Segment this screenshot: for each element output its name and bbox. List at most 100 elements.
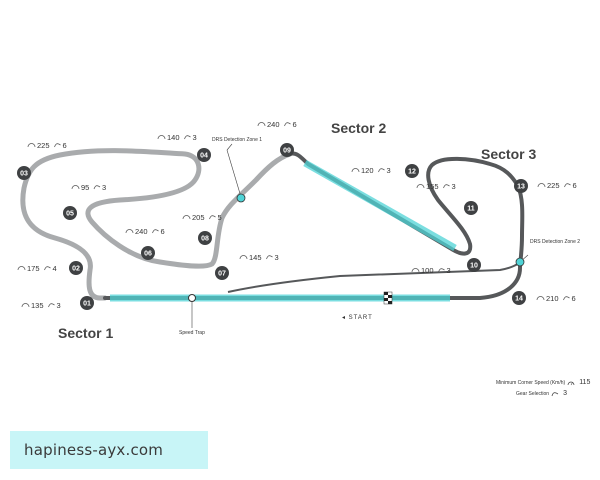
- corner-02: 02 175 4: [17, 261, 83, 275]
- gear-shift-icon: [443, 184, 450, 189]
- corner-marker: [215, 266, 229, 280]
- gear-shift-icon: [184, 135, 191, 140]
- corner-gear: 6: [161, 227, 165, 236]
- watermark: hapiness-ayx.com: [10, 431, 208, 469]
- speedometer-icon: [17, 266, 26, 271]
- sector-2-label: Sector 2: [331, 120, 387, 136]
- corner-speed: 240: [135, 227, 148, 236]
- corner-speed: 225: [547, 181, 560, 190]
- corner-number: 03: [20, 171, 28, 178]
- legend-min-speed-value: 115: [579, 379, 591, 386]
- gear-shift-icon: [209, 215, 216, 220]
- start-finish-line: [383, 291, 393, 305]
- drs1-detection-point: [236, 193, 246, 203]
- corner-number: 06: [144, 251, 152, 258]
- corner-14: 14 210 6: [512, 291, 576, 305]
- legend-min-speed-label: Minimum Corner Speed (Km/h): [496, 379, 566, 386]
- speedometer-icon: [157, 135, 166, 140]
- corner-marker: [198, 231, 212, 245]
- drs-zone-2-label: DRS Detection Zone 2: [530, 239, 581, 245]
- gear-shift-icon: [48, 303, 55, 308]
- corner-gear: 3: [102, 183, 106, 192]
- corner-speed: 210: [546, 294, 559, 303]
- corner-number: 12: [408, 169, 416, 176]
- speedometer-icon: [536, 296, 545, 301]
- corner-speed: 205: [192, 213, 205, 222]
- corner-number: 05: [66, 211, 74, 218]
- corner-gear: 5: [218, 213, 222, 222]
- corner-speed: 120: [361, 166, 374, 175]
- gear-shift-icon: [44, 266, 51, 271]
- corner-gear: 3: [193, 133, 197, 142]
- corner-marker: [141, 246, 155, 260]
- speedometer-icon: [537, 183, 546, 188]
- gear-shift-icon: [152, 229, 159, 234]
- drs-zone-back-straight: [303, 159, 457, 252]
- corner-gear: 3: [447, 266, 451, 275]
- corner-gear: 3: [452, 182, 456, 191]
- corner-speed: 145: [249, 253, 262, 262]
- speedometer-icon: [27, 143, 36, 148]
- legend-gear-label: Gear Selection: [516, 390, 550, 397]
- gear-shift-icon: [378, 168, 385, 173]
- corner-03: 03 225 6: [17, 141, 67, 180]
- corner-number: 11: [467, 206, 475, 213]
- drs1-leader: [226, 149, 242, 198]
- legend-gear: Gear Selection 3: [516, 390, 567, 397]
- corner-marker: [197, 148, 211, 162]
- track-sector-2: [103, 151, 525, 300]
- corner-marker: [63, 206, 77, 220]
- corner-marker: [80, 296, 94, 310]
- sector-1-label: Sector 1: [58, 325, 114, 341]
- corner-marker: [464, 201, 478, 215]
- corner-speed: 175: [27, 264, 40, 273]
- corner-speed: 240: [267, 120, 280, 129]
- speedometer-icon: [125, 229, 134, 234]
- speedometer-icon: [239, 255, 248, 260]
- gear-shift-icon: [438, 268, 445, 273]
- speedometer-icon: [351, 168, 360, 173]
- corner-speed: 225: [37, 141, 50, 150]
- gear-shift-icon: [564, 183, 571, 188]
- corner-gear: 6: [573, 181, 577, 190]
- corner-number: 08: [201, 236, 209, 243]
- sector-3-label: Sector 3: [481, 146, 537, 162]
- speedometer-icon: [182, 215, 191, 220]
- corner-13: 13 225 6: [514, 179, 577, 193]
- corner-marker: [467, 258, 481, 272]
- corner-gear: 6: [572, 294, 576, 303]
- gear-shift-icon: [563, 296, 570, 301]
- corner-number: 09: [283, 148, 291, 155]
- speedometer-icon: [416, 184, 425, 189]
- corner-speed: 155: [426, 182, 439, 191]
- corner-number: 07: [218, 271, 226, 278]
- corner-speed: 100: [421, 266, 434, 275]
- corner-speed: 140: [167, 133, 180, 142]
- legend-gear-value: 3: [563, 390, 567, 397]
- corner-gear: 6: [293, 120, 297, 129]
- drs2-detection-point: [515, 257, 525, 267]
- gear-shift-icon: [284, 122, 291, 127]
- gear-shift-icon: [551, 391, 559, 396]
- corner-number: 13: [517, 184, 525, 191]
- speedometer-icon: [567, 381, 575, 385]
- corner-gear: 4: [53, 264, 57, 273]
- corner-number: 02: [72, 266, 80, 273]
- corner-marker: [17, 166, 31, 180]
- corner-number: 14: [515, 296, 523, 303]
- start-label: ◂ START: [342, 315, 373, 321]
- corner-number: 01: [83, 301, 91, 308]
- track-sector-1: [20, 148, 293, 301]
- corner-gear: 3: [57, 301, 61, 310]
- legend-min-speed: Minimum Corner Speed (Km/h) 115: [496, 379, 590, 386]
- speed-trap-point: [188, 294, 196, 302]
- corner-gear: 6: [63, 141, 67, 150]
- speed-trap-label: Speed Trap: [179, 330, 205, 336]
- corner-06: 06 240 6: [125, 227, 165, 260]
- gear-shift-icon: [93, 185, 101, 190]
